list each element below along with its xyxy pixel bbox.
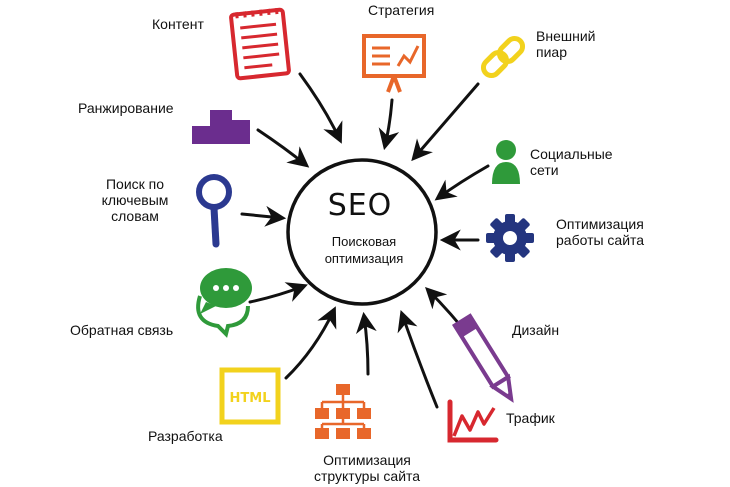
chat-bubbles-icon (196, 268, 252, 338)
label-keywords-line3: словам (111, 208, 159, 224)
arrow-development (284, 306, 337, 380)
label-external-pr: Внешний пиар (536, 28, 595, 60)
arrow-ranking (256, 128, 310, 168)
arrow-keywords (240, 205, 287, 227)
arrow-feedback (248, 282, 308, 304)
sitemap-icon (315, 384, 371, 439)
label-site-optimization: Оптимизация работы сайта (556, 216, 644, 248)
label-ranking: Ранжирование (78, 100, 174, 116)
seo-center-circle (286, 158, 438, 306)
label-traffic: Трафик (506, 410, 555, 426)
label-external-pr-line2: пиар (536, 44, 567, 60)
label-development: Разработка (148, 428, 223, 444)
notepad-icon (229, 7, 291, 81)
line-graph-icon (447, 399, 499, 443)
arrow-external-pr (411, 82, 480, 162)
label-social-line2: сети (530, 162, 559, 178)
label-site-optimization-line1: Оптимизация (556, 216, 644, 232)
html-page-icon: HTML (219, 367, 281, 425)
label-structure-line1: Оптимизация (323, 452, 411, 468)
label-structure: Оптимизация структуры сайта (292, 452, 442, 484)
arrow-structure (355, 311, 377, 376)
label-keywords-line2: ключевым (101, 192, 169, 208)
seo-subtitle-line2: оптимизация (324, 251, 404, 266)
arrow-content (298, 72, 343, 144)
podium-icon (192, 110, 250, 144)
label-feedback: Обратная связь (70, 322, 174, 338)
chain-link-icon (480, 35, 526, 79)
label-external-pr-line1: Внешний (536, 28, 596, 44)
seo-subtitle-line1: Поисковая (331, 234, 397, 249)
label-design: Дизайн (512, 322, 560, 338)
arrow-traffic (397, 310, 439, 409)
person-icon (492, 140, 520, 184)
presentation-board-icon (362, 34, 426, 93)
gear-icon (486, 214, 534, 262)
seo-subtitle: Поисковая оптимизация (300, 233, 428, 267)
label-content: Контент (152, 16, 204, 32)
magnifier-icon (196, 174, 232, 248)
pencil-icon (451, 313, 514, 403)
label-structure-line2: структуры сайта (313, 468, 421, 484)
label-keywords-line1: Поиск по (105, 176, 165, 192)
html-page-text: HTML (230, 391, 271, 406)
arrows (240, 72, 490, 409)
arrow-social (434, 164, 490, 201)
label-keywords: Поиск по ключевым словам (90, 176, 180, 224)
seo-title: SEO (327, 188, 393, 223)
label-strategy: Стратегия (368, 2, 435, 18)
label-social: Социальные сети (530, 146, 613, 178)
arrow-strategy (378, 98, 400, 151)
label-social-line1: Социальные (530, 146, 613, 162)
label-site-optimization-line2: работы сайта (556, 232, 645, 248)
